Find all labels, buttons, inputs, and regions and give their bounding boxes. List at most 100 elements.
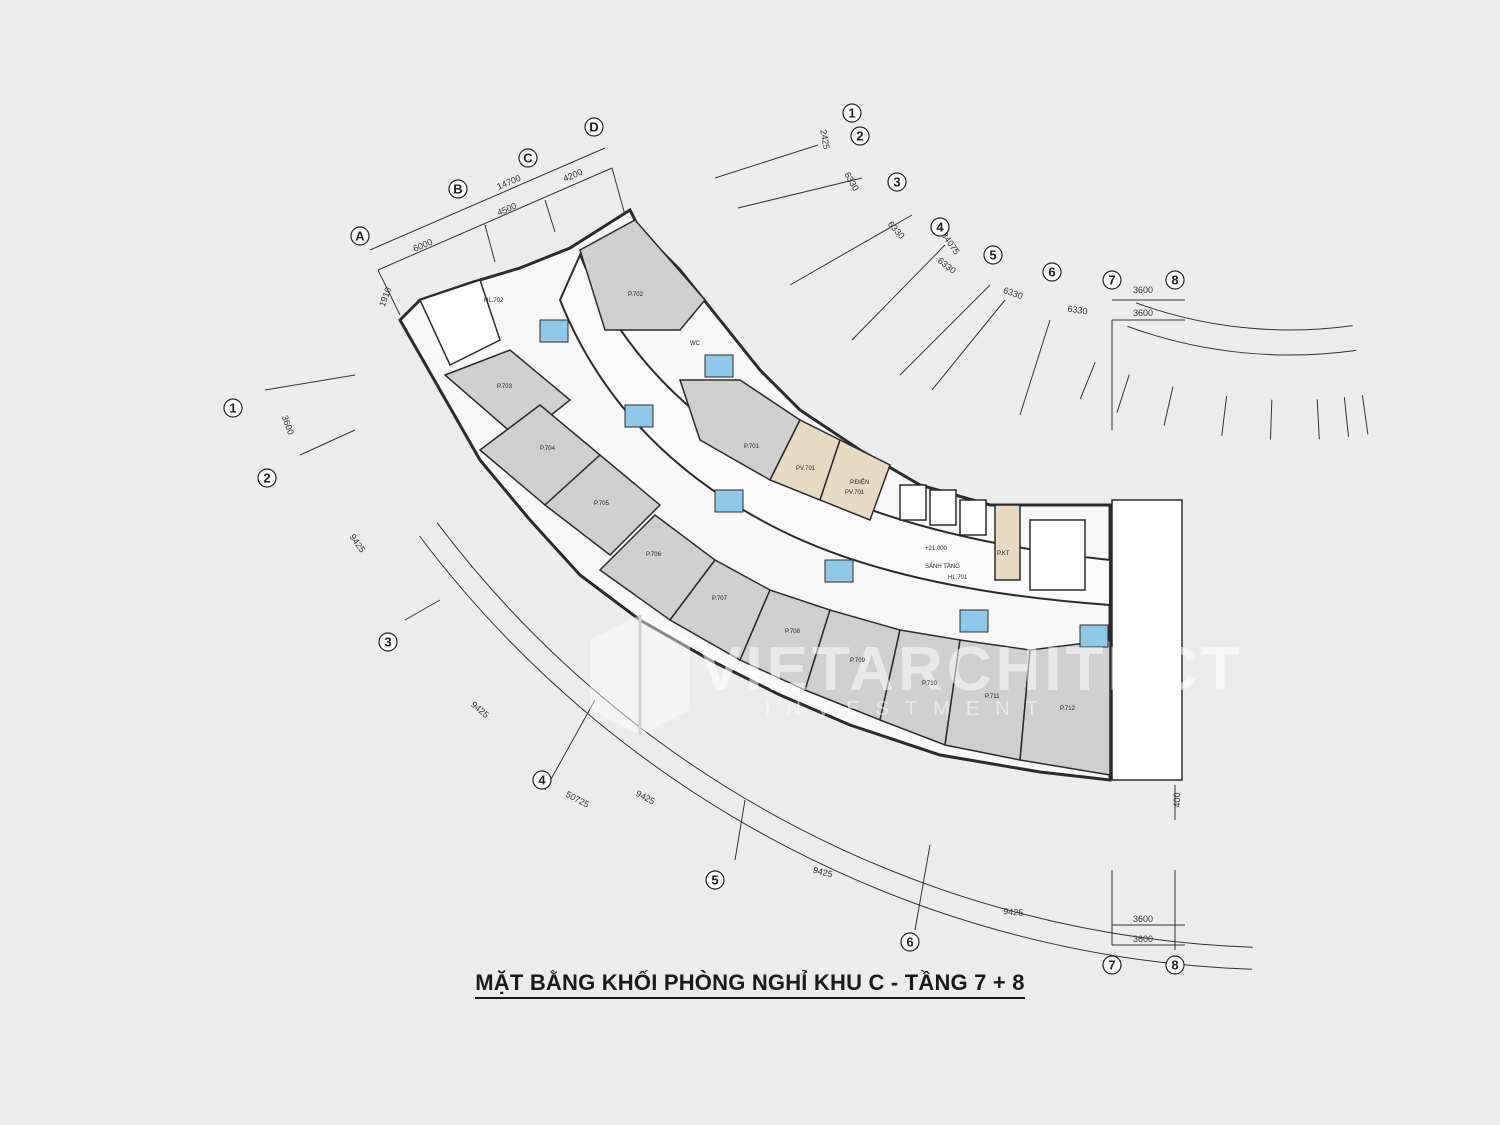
grid-col-B: B: [448, 179, 468, 199]
grid-line-bottom-5: [734, 799, 746, 861]
grid-tick-top-5: [1269, 399, 1273, 440]
room-p705: [543, 454, 662, 556]
label-pv701: PV.701: [796, 466, 816, 472]
grid-tick-top-3: [1163, 386, 1174, 426]
wc-708-709: [824, 559, 854, 583]
dim-left-total: 14700: [495, 173, 522, 192]
dim-tick-left-1: [377, 269, 401, 316]
grid-bottom-7: 7: [1102, 955, 1122, 975]
label-hl702: HL.702: [484, 298, 504, 304]
label-p704: P.704: [540, 446, 556, 452]
grid-bottom-8-circle: [1165, 955, 1185, 975]
grid-line-bottom-3: [404, 599, 441, 621]
grid-line-bottom-4: [544, 699, 596, 791]
dim-top-7: 3600: [1133, 308, 1153, 318]
dim-bottom-4: 9425: [812, 865, 834, 880]
drawing-title: MẶT BẰNG KHỐI PHÒNG NGHỈ KHU C - TẦNG 7 …: [0, 970, 1500, 999]
wc-710-711: [959, 609, 989, 633]
dim-bottom-2: 9425: [469, 699, 491, 720]
lift-2: [929, 489, 957, 526]
label-p703: P.703: [497, 384, 513, 390]
stair-right: [1029, 519, 1086, 591]
grid-bottom-1-circle: [223, 398, 243, 418]
grid-line-bottom-2: [299, 429, 356, 456]
grid-col-B-text: B: [453, 182, 462, 197]
dim-arc-inner: [1135, 302, 1353, 331]
wc-703-704: [624, 404, 654, 428]
grid-top-2-text: 2: [856, 129, 863, 144]
grid-tick-top-2: [1116, 374, 1130, 413]
grid-line-bottom-1: [264, 374, 356, 391]
dim-bottom-1: 9425: [348, 532, 368, 554]
grid-bottom-3-text: 3: [384, 635, 391, 650]
grid-bottom-8: 8: [1165, 955, 1185, 975]
dim-arc-outer-2: [436, 522, 1253, 948]
wc-701: [704, 354, 734, 378]
grid-bottom-1-text: 1: [229, 401, 236, 416]
room-p712: [1019, 639, 1111, 776]
label-p710: P.710: [922, 681, 938, 687]
grid-top-2: 2: [850, 126, 870, 146]
label-p702: P.702: [628, 292, 644, 298]
dim-top-1: 6330: [842, 170, 861, 192]
grid-col-C-circle: [518, 148, 538, 168]
label-p709: P.709: [850, 658, 866, 664]
grid-col-A: A: [350, 226, 370, 246]
grid-line-top-1: [714, 144, 819, 179]
dim-top-3: 6330: [936, 256, 958, 276]
room-labels: HL.702 P.703 P.704 P.705 P.706 P.707 P.7…: [484, 292, 1076, 712]
watermark-subtext: INVESTMENT: [765, 698, 1054, 720]
watermark-text: VIETARCHITECT: [700, 635, 1243, 704]
grid-bottom-6-text: 6: [906, 935, 913, 950]
grid-top-2-circle: [850, 126, 870, 146]
grid-top-1-text: 1: [848, 106, 855, 121]
grid-bottom-7-text: 7: [1108, 958, 1115, 973]
grid-top-4-text: 4: [936, 220, 944, 235]
grid-top-7-circle: [1102, 270, 1122, 290]
rooms-layer: [418, 219, 1183, 781]
room-pdien: [819, 438, 891, 521]
wc-hl702: [539, 319, 569, 343]
grid-bottom-3-circle: [378, 632, 398, 652]
grid-bottom-8-text: 8: [1171, 958, 1178, 973]
grid-col-B-circle: [448, 179, 468, 199]
grid-line-top-7: [1019, 319, 1051, 416]
grid-line-top-5: [899, 284, 991, 376]
dim-tick-left-3: [544, 199, 556, 233]
grid-bottom-2-text: 2: [263, 471, 270, 486]
drawing-title-text: MẶT BẰNG KHỐI PHÒNG NGHỈ KHU C - TẦNG 7 …: [475, 970, 1025, 999]
dim-bottom-0: 3600: [280, 414, 296, 436]
grid-top-1: 1: [842, 103, 862, 123]
grid-top-6-text: 6: [1048, 265, 1055, 280]
dim-bottom-3: 9425: [634, 788, 656, 806]
grid-bottom-2: 2: [257, 468, 277, 488]
dim-line-left-2: [369, 147, 606, 251]
label-p707: P.707: [712, 596, 728, 602]
label-p701: P.701: [744, 444, 760, 450]
dim-arc-inner-2: [1127, 325, 1357, 356]
grid-line-top-4: [851, 244, 946, 341]
grid-top-1-circle: [842, 103, 862, 123]
lift-3: [959, 499, 987, 536]
grid-bottom-4-text: 4: [538, 773, 546, 788]
dim-bottom-7: 3600: [1133, 934, 1153, 944]
grid-bottom-6: 6: [900, 932, 920, 952]
grid-top-8-text: 8: [1171, 273, 1178, 288]
grid-col-D-circle: [584, 117, 604, 137]
grid-line-bottom-6: [914, 844, 931, 931]
grid-col-D: D: [584, 117, 604, 137]
grid-top-6: 6: [1042, 262, 1062, 282]
grid-line-top-6: [931, 299, 1006, 391]
dim-bottom-5: 9425: [1003, 906, 1024, 918]
label-p705: P.705: [594, 501, 610, 507]
grid-bottom-1: 1: [223, 398, 243, 418]
stair-left: [418, 279, 501, 367]
grid-bottom-7-circle: [1102, 955, 1122, 975]
room-p702: [579, 219, 706, 331]
wc-712: [1079, 624, 1109, 648]
dim-top-2: 6330: [886, 219, 907, 241]
grid-top-5-circle: [983, 245, 1003, 265]
dim-tick-left-4: [611, 167, 626, 216]
